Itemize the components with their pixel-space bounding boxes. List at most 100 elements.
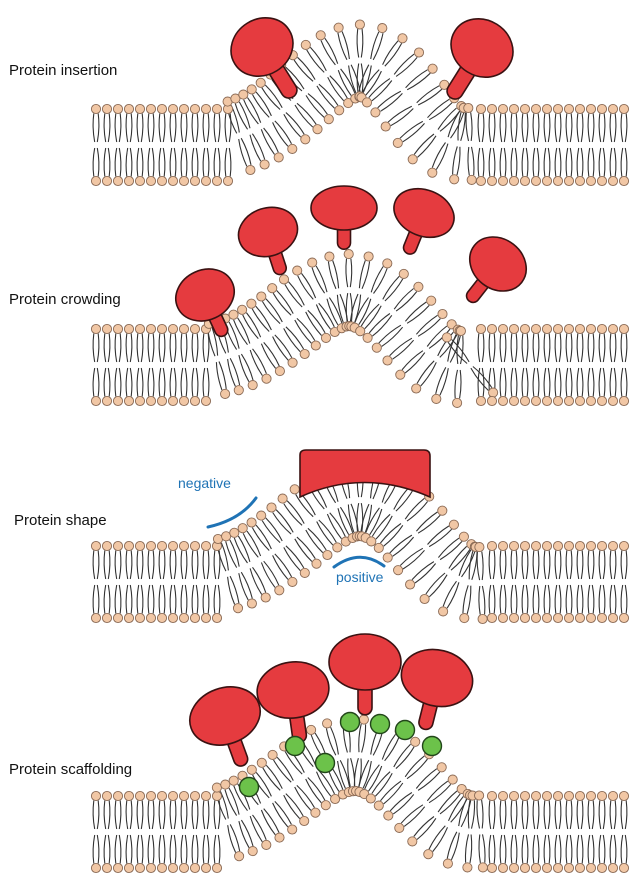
lipid-head-icon	[201, 863, 210, 872]
lipid-head-icon	[586, 791, 595, 800]
lipid-head-icon	[124, 324, 133, 333]
lipid-head-icon	[246, 165, 255, 174]
lipid-head-icon	[201, 396, 210, 405]
lipid-head-icon	[553, 104, 562, 113]
lipid-head-icon	[146, 176, 155, 185]
lipid-head-icon	[424, 850, 433, 859]
lipid-head-icon	[212, 104, 221, 113]
protein-head	[329, 634, 401, 690]
lipid-head-icon	[575, 791, 584, 800]
lipid-head-icon	[487, 176, 496, 185]
lipid-head-icon	[179, 324, 188, 333]
lipid-head-icon	[553, 613, 562, 622]
lipid-head-icon	[442, 333, 451, 342]
lipid-head-icon	[190, 324, 199, 333]
lipid-head-icon	[301, 135, 310, 144]
lipid-head-icon	[498, 104, 507, 113]
lipid-head-icon	[247, 85, 256, 94]
lipid-head-icon	[509, 541, 518, 550]
lipid-head-icon	[212, 783, 221, 792]
scaffold-bead-icon	[240, 778, 259, 797]
lipid-head-icon	[608, 324, 617, 333]
lipid-head-icon	[179, 863, 188, 872]
lipid-head-icon	[564, 613, 573, 622]
lipid-head-icon	[372, 343, 381, 352]
lipid-head-icon	[300, 816, 309, 825]
lipid-head-icon	[168, 863, 177, 872]
lipid-head-icon	[268, 750, 277, 759]
lipid-head-icon	[91, 863, 100, 872]
lipid-head-icon	[476, 176, 485, 185]
lipid-head-icon	[408, 837, 417, 846]
lipid-head-icon	[257, 292, 266, 301]
panel-scaffolding-drawing	[91, 634, 628, 873]
lipid-head-icon	[212, 176, 221, 185]
lipid-head-icon	[91, 176, 100, 185]
lipid-head-icon	[553, 791, 562, 800]
lipid-head-icon	[157, 396, 166, 405]
lipid-head-icon	[531, 613, 540, 622]
lipid-head-icon	[290, 485, 299, 494]
lipid-head-icon	[124, 396, 133, 405]
lipid-head-icon	[247, 599, 256, 608]
lipid-head-icon	[564, 541, 573, 550]
lipid-head-icon	[427, 296, 436, 305]
lipid-head-icon	[278, 494, 287, 503]
lipid-head-icon	[438, 506, 447, 515]
lipid-head-icon	[300, 568, 309, 577]
lipid-head-icon	[157, 541, 166, 550]
lipid-head-icon	[608, 613, 617, 622]
lipid-head-icon	[113, 104, 122, 113]
lipid-head-icon	[223, 176, 232, 185]
lipid-head-icon	[586, 104, 595, 113]
lipid-head-icon	[608, 104, 617, 113]
lipid-head-icon	[102, 863, 111, 872]
lipid-head-icon	[363, 333, 372, 342]
lipid-head-icon	[238, 524, 247, 533]
lipid-head-icon	[201, 176, 210, 185]
lipid-head-icon	[619, 396, 628, 405]
lipid-head-icon	[586, 863, 595, 872]
lipid-head-icon	[334, 23, 343, 32]
protein-icon	[445, 226, 537, 320]
lipid-head-icon	[135, 541, 144, 550]
lipid-head-icon	[398, 34, 407, 43]
lipid-head-icon	[520, 324, 529, 333]
lipid-head-icon	[257, 758, 266, 767]
lipid-head-icon	[335, 106, 344, 115]
lipid-head-icon	[157, 104, 166, 113]
lipid-head-icon	[564, 863, 573, 872]
lipid-head-icon	[432, 394, 441, 403]
lipid-head-icon	[190, 104, 199, 113]
panel-shape-drawing	[91, 450, 628, 624]
lipid-head-icon	[520, 791, 529, 800]
lipid-head-icon	[102, 324, 111, 333]
protein-icon	[253, 657, 336, 747]
lipid-head-icon	[190, 396, 199, 405]
lipid-head-icon	[383, 356, 392, 365]
lipid-head-icon	[438, 309, 447, 318]
lipid-head-icon	[124, 541, 133, 550]
lipid-head-icon	[478, 614, 487, 623]
lipid-head-icon	[201, 104, 210, 113]
lipid-head-icon	[553, 863, 562, 872]
lipid-head-icon	[275, 367, 284, 376]
lipid-head-icon	[553, 541, 562, 550]
lipid-head-icon	[221, 780, 230, 789]
lipid-head-icon	[113, 791, 122, 800]
lipid-head-icon	[575, 324, 584, 333]
lipid-head-icon	[542, 176, 551, 185]
lipid-heads	[91, 250, 628, 408]
lipid-head-icon	[261, 593, 270, 602]
lipid-head-icon	[124, 863, 133, 872]
lipid-head-icon	[608, 396, 617, 405]
lipid-head-icon	[274, 153, 283, 162]
lipid-head-icon	[420, 594, 429, 603]
lipid-head-icon	[321, 333, 330, 342]
lipid-head-icon	[619, 613, 628, 622]
lipid-head-icon	[102, 176, 111, 185]
lipid-head-icon	[509, 613, 518, 622]
lipid-head-icon	[381, 122, 390, 131]
lipid-head-icon	[460, 614, 469, 623]
lipid-head-icon	[393, 138, 402, 147]
